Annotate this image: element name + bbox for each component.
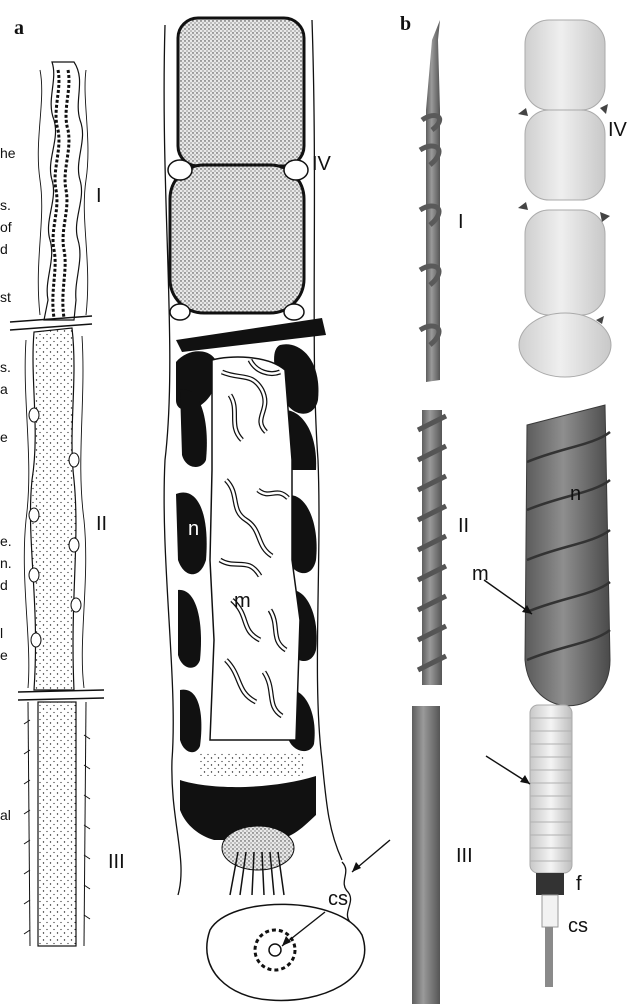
caption-fragment: d — [0, 241, 8, 257]
region-label-ii-a: II — [96, 513, 107, 535]
caption-fragment: e — [0, 429, 8, 445]
caption-fragment: e. — [0, 533, 12, 549]
segment-iii-drawing — [24, 702, 90, 946]
caption-fragment: n. — [0, 555, 12, 571]
segment-ii-drawing — [24, 328, 85, 690]
model-iii-tube — [530, 705, 572, 987]
region-label-ii-b: II — [458, 515, 469, 537]
caption-fragment: a — [0, 381, 8, 397]
caption-fragment: st — [0, 289, 11, 305]
caption-fragment: e — [0, 647, 8, 663]
region-label-iii-a: III — [108, 851, 125, 873]
panel-a-tail-drawing — [10, 62, 104, 946]
label-m-a: m — [234, 590, 251, 612]
panel-b-models — [518, 20, 611, 987]
rod-i-model — [420, 20, 440, 382]
label-f-b: f — [576, 873, 582, 895]
pointer-arrows — [282, 580, 532, 946]
panel-label-b: b — [400, 13, 411, 35]
region-label-i-a: I — [96, 185, 102, 207]
segment-i-drawing — [38, 62, 88, 320]
region-label-iii-b: III — [456, 845, 473, 867]
caption-fragment: d — [0, 577, 8, 593]
rod-iii-model — [412, 706, 440, 1004]
panel-label-a: a — [14, 17, 24, 39]
region-label-iv-b: IV — [608, 119, 628, 141]
left-margin-caption-fragments: he s. of d st s. a e e. n. d l e al — [0, 145, 16, 823]
panel-b-rods — [412, 20, 446, 1004]
caption-fragment: al — [0, 807, 11, 823]
caption-fragment: he — [0, 145, 16, 161]
caption-fragment: s. — [0, 359, 11, 375]
caption-fragment: of — [0, 219, 12, 235]
caption-fragment: s. — [0, 197, 11, 213]
rod-ii-model — [418, 410, 446, 685]
model-ii-nucleus — [525, 405, 610, 706]
section-cut-2 — [18, 690, 104, 700]
panel-a-cell-drawing — [164, 18, 365, 1000]
label-n-a: n — [188, 518, 199, 540]
model-iv-chain — [518, 20, 611, 377]
label-cs-b: cs — [568, 915, 588, 937]
region-label-iv-a: IV — [312, 153, 332, 175]
caption-fragment: l — [0, 625, 3, 641]
label-cs-a: cs — [328, 888, 348, 910]
region-label-i-b: I — [458, 211, 464, 233]
label-n-b: n — [570, 483, 581, 505]
label-m-b: m — [472, 563, 489, 585]
